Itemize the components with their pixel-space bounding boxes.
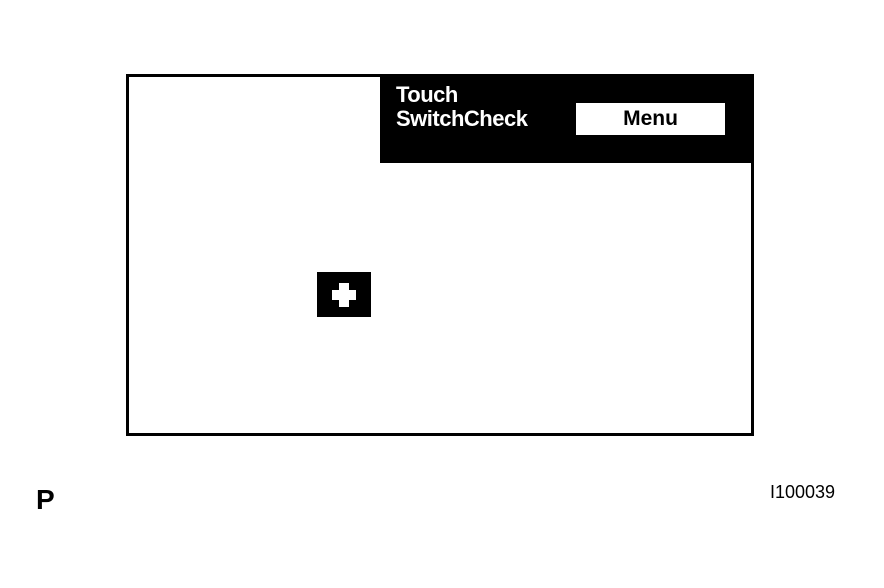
corner-label: P bbox=[36, 484, 55, 515]
screen-title: Touch SwitchCheck bbox=[396, 82, 528, 131]
header-bar: Touch SwitchCheck Menu bbox=[380, 77, 751, 163]
title-line-1: Touch bbox=[396, 82, 458, 107]
title-line-2: SwitchCheck bbox=[396, 106, 528, 131]
menu-button[interactable]: Menu bbox=[576, 103, 725, 135]
touch-screen[interactable]: Touch SwitchCheck Menu bbox=[126, 74, 754, 436]
figure-id: I100039 bbox=[770, 482, 836, 502]
plus-icon bbox=[332, 283, 356, 307]
touch-target-button[interactable] bbox=[317, 272, 371, 317]
